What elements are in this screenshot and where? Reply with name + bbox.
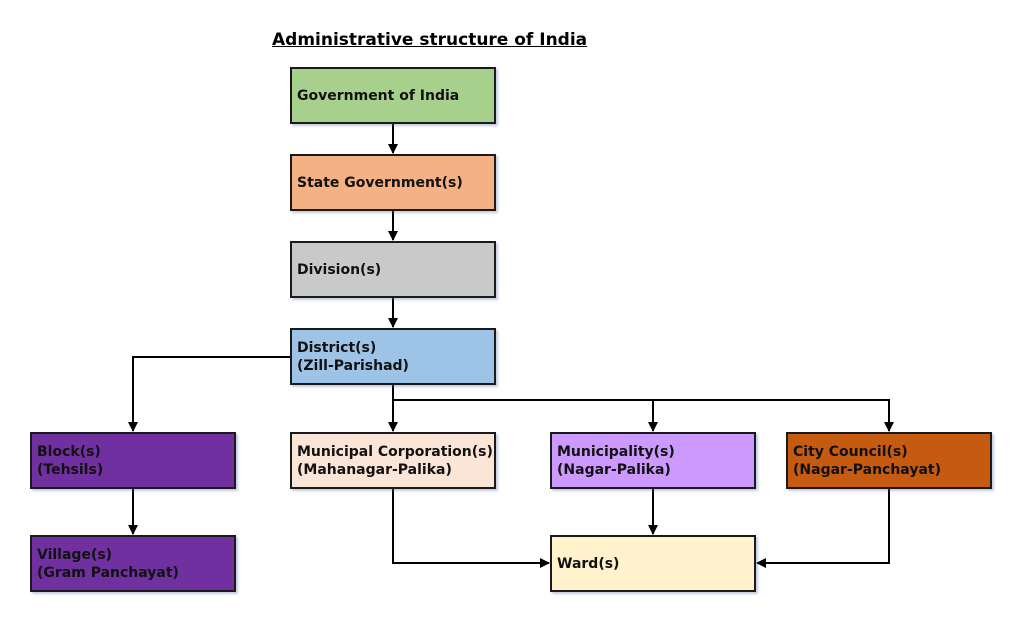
node-village: Village(s) (Gram Panchayat)	[30, 535, 236, 592]
edge-district-to-municipality	[393, 399, 658, 432]
node-municipal-corporation: Municipal Corporation(s) (Mahanagar-Pali…	[290, 432, 496, 489]
node-municipality: Municipality(s) (Nagar-Palika)	[550, 432, 756, 489]
edge-district-to-council	[653, 399, 894, 432]
node-city-council: City Council(s) (Nagar-Panchayat)	[786, 432, 992, 489]
node-block: Block(s) (Tehsils)	[30, 432, 236, 489]
node-ward: Ward(s)	[550, 535, 756, 592]
edge-corporation-to-ward	[392, 489, 550, 568]
diagram-title: Administrative structure of India	[272, 30, 588, 50]
node-district: District(s) (Zill-Parishad)	[290, 328, 496, 385]
node-government-of-india: Government of India	[290, 67, 496, 124]
edge-district-to-block	[128, 356, 290, 432]
node-division: Division(s)	[290, 241, 496, 298]
edge-council-to-ward	[756, 489, 890, 568]
node-state-government: State Government(s)	[290, 154, 496, 211]
